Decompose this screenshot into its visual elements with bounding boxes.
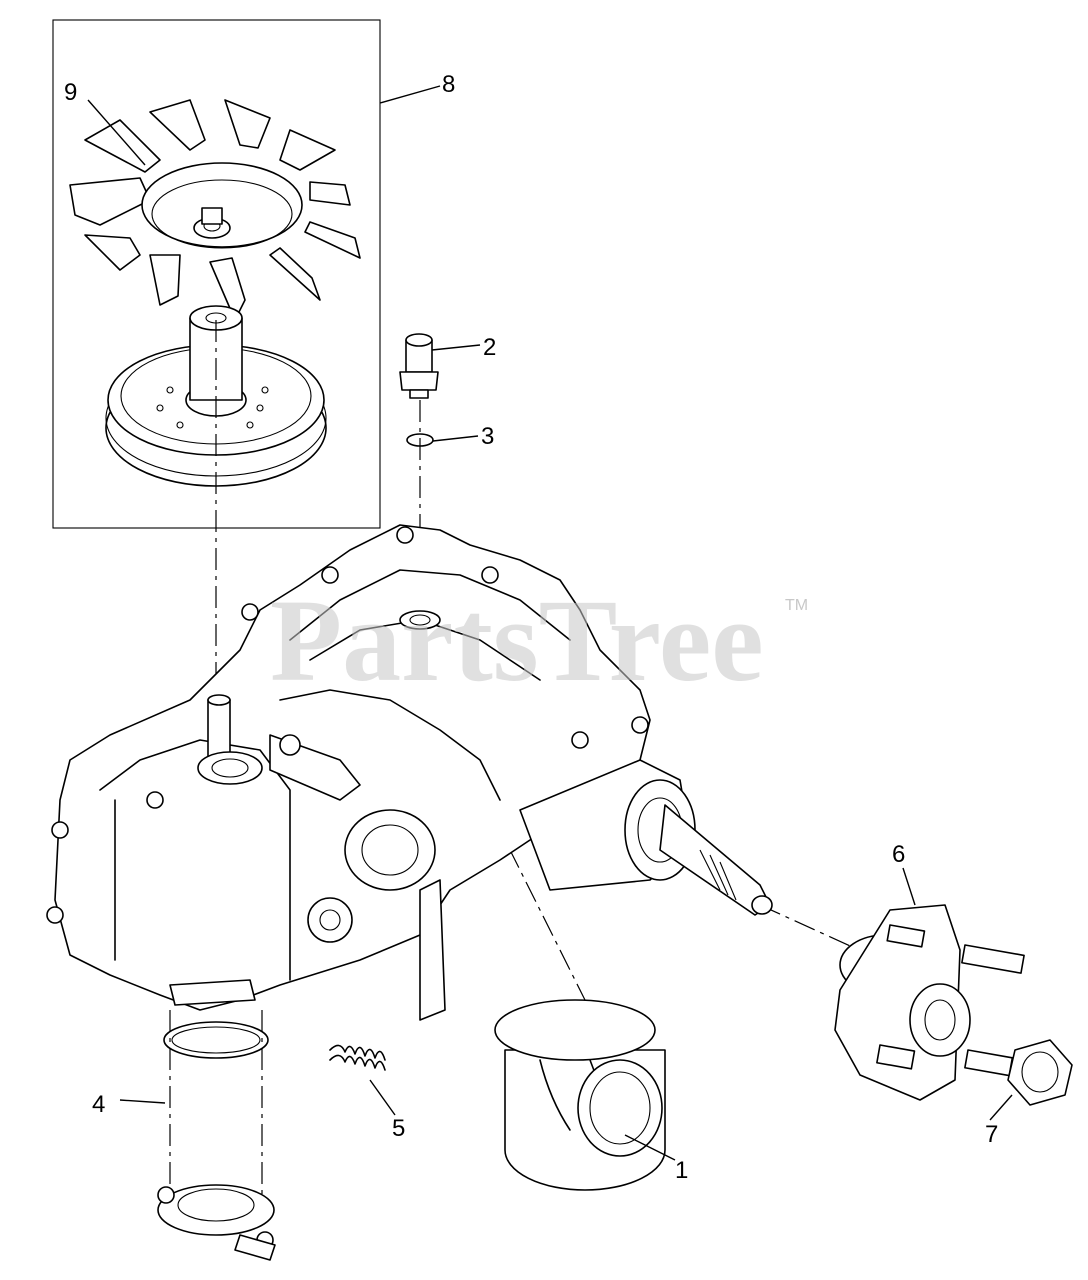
cooling-fan <box>69 99 361 321</box>
callout-2: 2 <box>483 334 496 361</box>
watermark: PartsTree <box>270 575 764 706</box>
callout-9: 9 <box>64 79 77 106</box>
callout-6: 6 <box>892 841 905 868</box>
o-ring <box>163 1021 269 1059</box>
breather-fitting <box>399 333 439 399</box>
bottom-cover <box>157 1184 276 1261</box>
callout-5: 5 <box>392 1115 405 1142</box>
callout-3: 3 <box>481 423 494 450</box>
lug-nut <box>1007 1039 1073 1106</box>
axis-line-axle <box>759 904 871 956</box>
callout-7: 7 <box>985 1121 998 1148</box>
oil-filter <box>494 999 666 1191</box>
return-spring <box>329 1044 386 1071</box>
leader-lines <box>87 85 1013 1161</box>
wheel-hub <box>834 904 1025 1101</box>
transaxle-housing <box>46 524 773 1021</box>
callout-8: 8 <box>442 71 455 98</box>
callout-1: 1 <box>675 1157 688 1184</box>
callout-4: 4 <box>92 1091 105 1118</box>
watermark-trademark: TM <box>785 597 808 614</box>
